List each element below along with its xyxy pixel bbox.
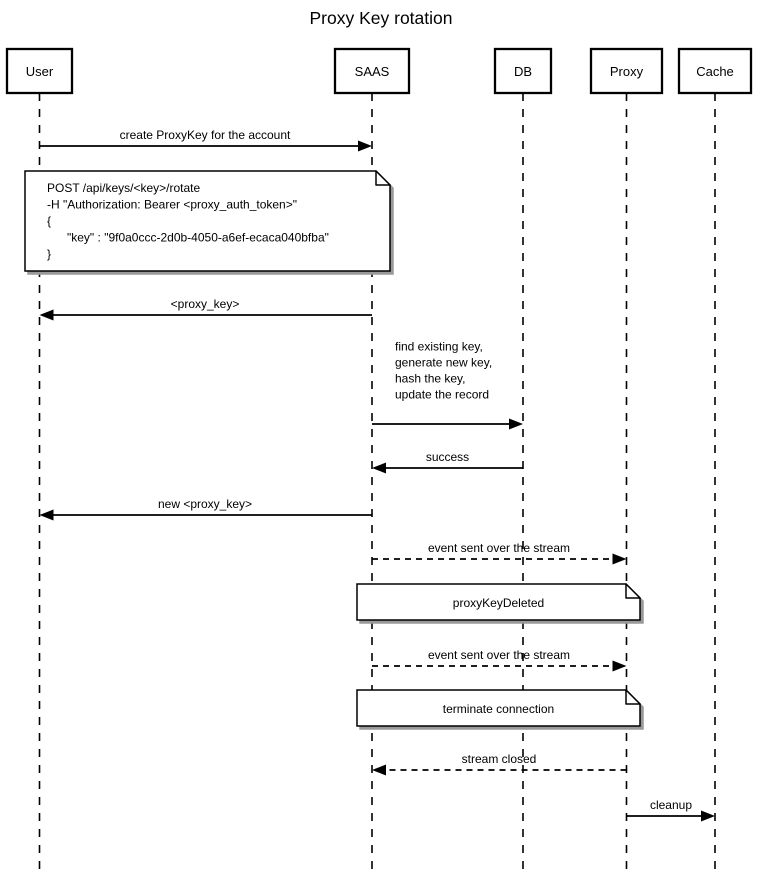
message-label-success: success [426,450,469,464]
arrowhead-right-icon [612,660,627,672]
message-label-db-update-3: hash the key, [395,372,466,386]
message-label-cleanup: cleanup [650,798,692,812]
arrowhead-left-icon [39,309,54,321]
arrowhead-right-icon [612,553,627,565]
actor-box-proxy [589,47,664,95]
note-fold-icon [625,689,641,705]
note-fold-icon [375,170,391,186]
arrowhead-left-icon [372,462,386,474]
actor-box-db [493,47,553,95]
arrowhead-right-icon [509,418,523,430]
note-line-key: "key" : "9f0a0ccc-2d0b-4050-a6ef-ecaca04… [67,231,329,245]
actor-box-cache [677,47,753,95]
note-fold-icon [625,583,641,599]
message-label-event-stream-1: event sent over the stream [428,541,570,555]
note-terminate-connection [356,689,641,727]
note-label-terminate-connection: terminate connection [443,702,554,716]
actor-box-saas [333,47,411,95]
note-proxykeydeleted [356,583,641,621]
message-label-proxy-key: <proxy_key> [171,297,240,311]
actor-label-cache: Cache [696,64,734,79]
arrowhead-right-icon [701,810,715,822]
message-label-db-update-1: find existing key, [395,340,483,354]
note-label-proxykeydeleted: proxyKeyDeleted [453,596,544,610]
message-label-stream-closed: stream closed [462,752,537,766]
message-label-db-update-4: update the record [395,388,489,402]
arrowhead-right-icon [358,140,372,152]
message-label-create-proxykey: create ProxyKey for the account [120,128,291,142]
diagram-title: Proxy Key rotation [310,8,453,28]
note-line-header: -H "Authorization: Bearer <proxy_auth_to… [47,198,297,212]
actor-label-db: DB [514,64,532,79]
note-line-brace-open: { [47,214,51,228]
note-line-post: POST /api/keys/<key>/rotate [47,181,201,195]
arrowhead-left-icon [372,764,386,776]
note-line-brace-close: } [47,247,51,261]
message-label-new-proxy-key: new <proxy_key> [158,497,252,511]
message-label-db-update-2: generate new key, [395,356,492,370]
message-label-event-stream-2: event sent over the stream [428,648,570,662]
note-post-rotate [24,170,391,272]
actor-label-saas: SAAS [355,64,390,79]
arrowhead-left-icon [39,509,54,521]
actor-label-user: User [26,64,54,79]
actor-box-user [5,47,74,95]
actor-label-proxy: Proxy [610,64,644,79]
